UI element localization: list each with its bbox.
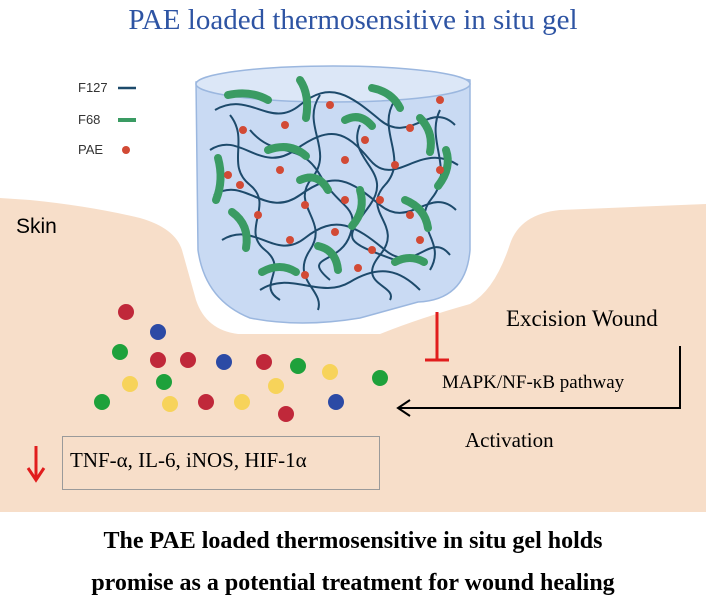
- activation-label: Activation: [465, 428, 554, 452]
- wound-label: Excision Wound: [506, 306, 658, 331]
- legend-pae-swatch: [122, 146, 130, 154]
- inflammatory-markers-box: [62, 436, 380, 490]
- inhibit-icon: [425, 312, 449, 362]
- legend-pae-label: PAE: [78, 142, 104, 157]
- caption-line-2: promise as a potential treatment for wou…: [91, 570, 615, 596]
- f68-segments: [212, 76, 452, 276]
- diagram-title: PAE loaded thermosensitive in situ gel: [128, 4, 578, 36]
- skin-tissue: [0, 198, 706, 512]
- activation-arrow: [396, 346, 681, 417]
- cell-dots: [94, 304, 388, 422]
- legend-f68-label: F68: [78, 112, 101, 127]
- skin-label: Skin: [16, 215, 57, 238]
- legend-f127-label: F127: [78, 80, 108, 95]
- caption-line-1: The PAE loaded thermosensitive in situ g…: [103, 528, 603, 554]
- pathway-label: MAPK/NF-κB pathway: [442, 372, 625, 393]
- down-arrow-icon: [26, 446, 46, 483]
- pae-dots: [224, 96, 444, 279]
- inflammatory-markers-label: TNF-α, IL-6, iNOS, HIF-1α: [70, 448, 307, 472]
